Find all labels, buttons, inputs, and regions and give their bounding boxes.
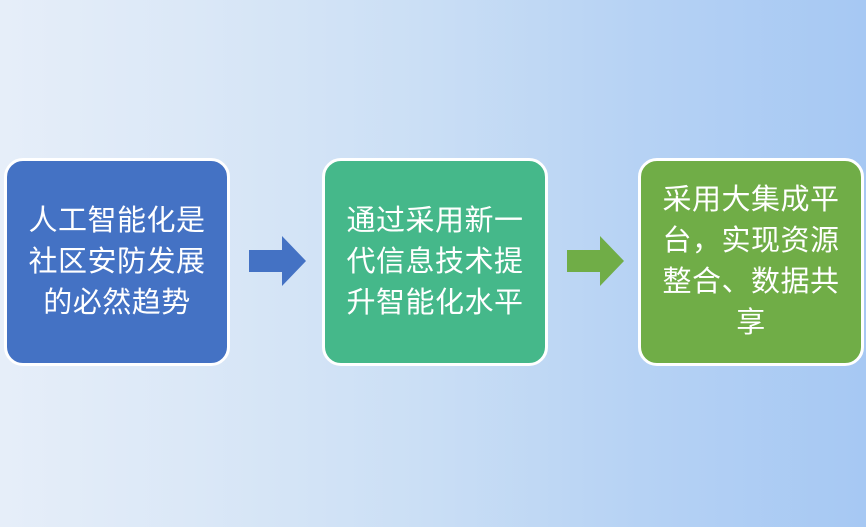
right-arrow-icon — [567, 236, 624, 286]
process-step-3[interactable]: 采用大集成平台，实现资源整合、数据共享 — [638, 158, 864, 366]
process-step-1-label: 人工智能化是社区安防发展的必然趋势 — [28, 204, 206, 319]
process-step-2-label: 通过采用新一代信息技术提升智能化水平 — [346, 204, 524, 319]
process-step-1[interactable]: 人工智能化是社区安防发展的必然趋势 — [4, 158, 230, 366]
right-arrow-icon — [249, 236, 306, 286]
connector-arrow-1 — [249, 236, 306, 286]
process-step-3-label: 采用大集成平台，实现资源整合、数据共享 — [662, 184, 840, 339]
process-step-2[interactable]: 通过采用新一代信息技术提升智能化水平 — [322, 158, 548, 366]
connector-arrow-2 — [567, 236, 624, 286]
